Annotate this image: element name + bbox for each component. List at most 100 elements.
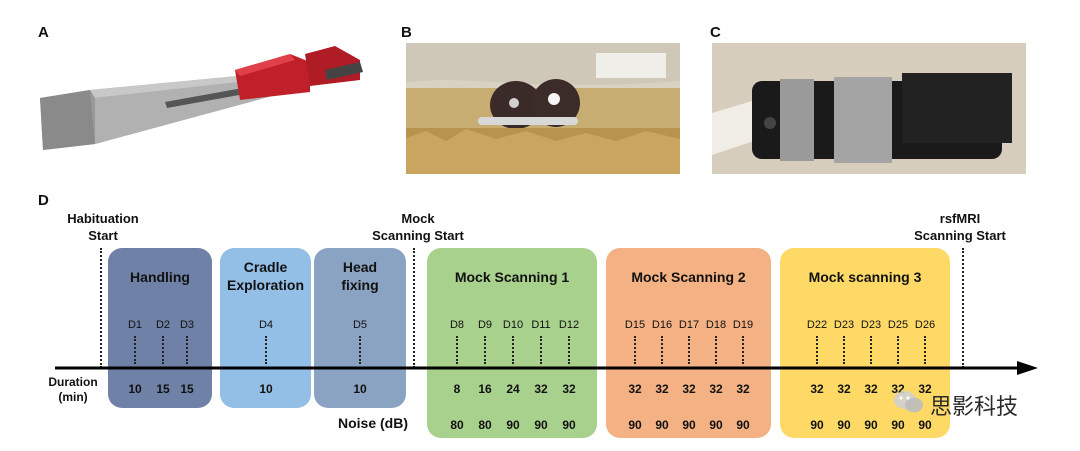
noise-value: 90 xyxy=(891,418,905,432)
day-tick xyxy=(484,336,486,364)
noise-value: 80 xyxy=(450,418,464,432)
day-label: D10 xyxy=(502,319,524,331)
mock-start-divider xyxy=(413,248,415,368)
phase-label: Head fixing xyxy=(341,259,379,293)
day-label: D12 xyxy=(558,319,580,331)
noise-value: 90 xyxy=(837,418,851,432)
day-label: D8 xyxy=(449,319,465,331)
mice-cage-photo xyxy=(406,43,680,174)
day-tick xyxy=(359,336,361,364)
day-label: D17 xyxy=(678,319,700,331)
day-tick xyxy=(265,336,267,364)
duration-value: 32 xyxy=(562,382,576,396)
noise-value: 90 xyxy=(918,418,932,432)
day-tick xyxy=(816,336,818,364)
day-tick xyxy=(512,336,514,364)
duration-value: 32 xyxy=(682,382,696,396)
panel-label-c: C xyxy=(710,24,721,41)
day-tick xyxy=(186,336,188,364)
habituation-divider xyxy=(100,248,102,368)
duration-value: 32 xyxy=(628,382,642,396)
panel-label-a: A xyxy=(38,24,49,41)
day-label: D15 xyxy=(624,319,646,331)
panel-label-b: B xyxy=(401,24,412,41)
day-label: D26 xyxy=(914,319,936,331)
phase-label: Mock Scanning 2 xyxy=(631,269,746,285)
noise-value: 90 xyxy=(810,418,824,432)
day-tick xyxy=(568,336,570,364)
cradle-photo xyxy=(712,43,1026,174)
noise-axis-label: Noise (dB) xyxy=(338,415,408,431)
watermark-text: 思影科技 xyxy=(930,395,1019,420)
phase-box: Handling xyxy=(108,248,212,408)
day-label: D23 xyxy=(833,319,855,331)
noise-value: 90 xyxy=(736,418,750,432)
noise-value: 90 xyxy=(655,418,669,432)
duration-value: 16 xyxy=(478,382,492,396)
phase-label: Cradle Exploration xyxy=(226,259,304,293)
day-label: D16 xyxy=(651,319,673,331)
noise-value: 80 xyxy=(478,418,492,432)
wechat-logo-icon xyxy=(893,390,925,414)
duration-value: 10 xyxy=(353,382,367,396)
duration-value: 24 xyxy=(506,382,520,396)
duration-value: 32 xyxy=(810,382,824,396)
noise-value: 90 xyxy=(628,418,642,432)
mock-scanning-start-marker: Mock Scanning Start xyxy=(372,211,464,243)
duration-value: 10 xyxy=(259,382,273,396)
timeline-arrow xyxy=(55,361,1038,375)
rsfmri-scanning-start-marker: rsfMRI Scanning Start xyxy=(914,211,1006,243)
day-label: D5 xyxy=(352,319,368,331)
duration-value: 32 xyxy=(918,382,932,396)
day-tick xyxy=(162,336,164,364)
day-label: D4 xyxy=(258,319,274,331)
duration-value: 32 xyxy=(837,382,851,396)
noise-value: 90 xyxy=(682,418,696,432)
day-tick xyxy=(870,336,872,364)
cradle-render-image xyxy=(35,40,375,160)
phase-box: Head fixing xyxy=(314,248,406,408)
duration-value: 8 xyxy=(453,382,461,396)
duration-axis-label: Duration (min) xyxy=(48,375,98,404)
phase-label: Mock Scanning 1 xyxy=(454,269,570,285)
duration-value: 32 xyxy=(534,382,548,396)
noise-value: 90 xyxy=(864,418,878,432)
day-label: D2 xyxy=(155,319,171,331)
day-tick xyxy=(634,336,636,364)
phase-label: Handling xyxy=(130,269,190,285)
noise-value: 90 xyxy=(562,418,576,432)
noise-value: 90 xyxy=(534,418,548,432)
duration-value: 32 xyxy=(736,382,750,396)
duration-value: 15 xyxy=(156,382,170,396)
day-tick xyxy=(897,336,899,364)
duration-value: 10 xyxy=(128,382,142,396)
noise-value: 90 xyxy=(506,418,520,432)
duration-value: 15 xyxy=(180,382,194,396)
duration-value: 32 xyxy=(864,382,878,396)
day-tick xyxy=(924,336,926,364)
panel-label-d: D xyxy=(38,192,49,209)
duration-value: 32 xyxy=(709,382,723,396)
day-label: D11 xyxy=(531,319,551,331)
phase-label: Mock scanning 3 xyxy=(808,269,922,285)
day-label: D9 xyxy=(477,319,493,331)
phase-box: Cradle Exploration xyxy=(220,248,311,408)
day-tick xyxy=(456,336,458,364)
duration-value: 32 xyxy=(655,382,669,396)
day-label: D18 xyxy=(705,319,727,331)
day-tick xyxy=(715,336,717,364)
day-label: D23 xyxy=(860,319,882,331)
day-label: D22 xyxy=(806,319,828,331)
day-label: D19 xyxy=(732,319,754,331)
habituation-start-marker: Habituation Start xyxy=(67,211,139,243)
day-tick xyxy=(688,336,690,364)
day-tick xyxy=(134,336,136,364)
day-tick xyxy=(661,336,663,364)
rsfmri-divider xyxy=(962,248,964,368)
day-tick xyxy=(742,336,744,364)
day-tick xyxy=(843,336,845,364)
day-label: D1 xyxy=(127,319,143,331)
day-label: D25 xyxy=(887,319,909,331)
day-label: D3 xyxy=(179,319,195,331)
noise-value: 90 xyxy=(709,418,723,432)
